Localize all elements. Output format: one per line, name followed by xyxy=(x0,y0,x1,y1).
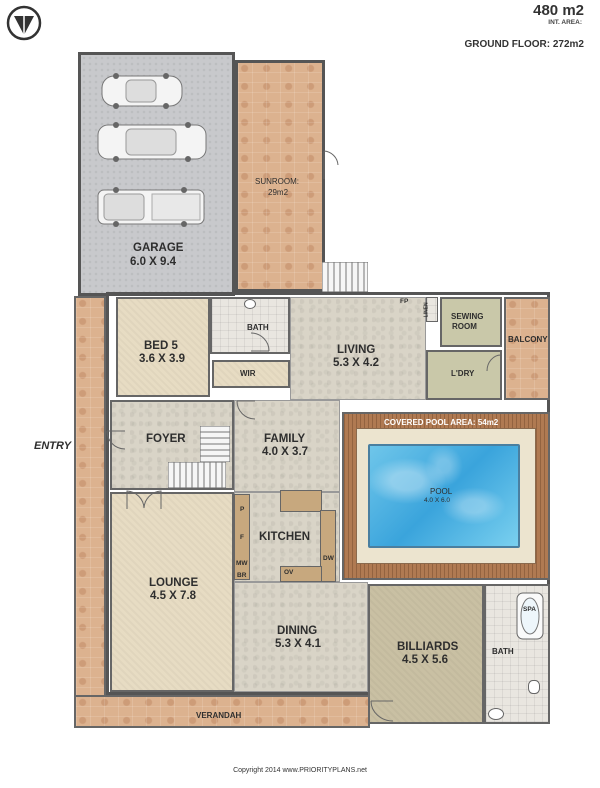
covered-pool-label: COVERED POOL AREA: 54m2 xyxy=(384,418,499,427)
door-swing-icon xyxy=(126,490,162,515)
pantry-label: P xyxy=(240,506,245,513)
linen-label: LINEN xyxy=(423,302,430,318)
door-swing-icon xyxy=(486,354,502,377)
dining-label: DINING xyxy=(277,625,318,637)
living-label: LIVING xyxy=(337,344,376,356)
family-label: FAMILY xyxy=(264,433,306,445)
basin-icon xyxy=(488,708,504,720)
br-label: BR xyxy=(237,572,247,579)
spa-label: SPA xyxy=(523,606,536,613)
billiards-label: BILLIARDS xyxy=(397,641,459,653)
kitchen-counter-bottom xyxy=(280,566,322,582)
stairs-icon xyxy=(321,261,369,297)
foyer-label: FOYER xyxy=(146,433,186,445)
living xyxy=(290,297,426,400)
toilet-icon xyxy=(528,680,540,694)
garage-label: GARAGE xyxy=(133,242,184,254)
linen xyxy=(426,297,438,322)
bed-5 xyxy=(116,297,210,397)
logo-icon xyxy=(6,5,42,41)
verandah-left xyxy=(74,296,106,728)
pool-label: POOL xyxy=(430,487,453,496)
entry-label: ENTRY xyxy=(34,440,72,452)
bed-5-size: 3.6 X 3.9 xyxy=(139,353,186,365)
total-area: 480 m2 xyxy=(533,2,584,19)
kitchen-island xyxy=(280,490,322,512)
lounge xyxy=(110,492,234,692)
pool-size: 4.0 X 6.0 xyxy=(424,497,451,504)
garage-size: 6.0 X 9.4 xyxy=(130,256,177,268)
sunroom-size: 29m2 xyxy=(268,188,289,197)
lounge-label: LOUNGE xyxy=(149,577,199,589)
floor-area-label: GROUND FLOOR: 272m2 xyxy=(464,39,584,50)
verandah-label: VERANDAH xyxy=(196,711,242,720)
fp-label: FP xyxy=(400,298,409,305)
kitchen-counter xyxy=(234,494,250,580)
door-swing-icon xyxy=(250,332,270,357)
microwave-label: MW xyxy=(236,560,248,567)
spa-bath-icon xyxy=(516,592,544,645)
bath-upper-label: BATH xyxy=(247,323,269,332)
copyright-footer: Copyright 2014 www.PRIORITYPLANS.net xyxy=(233,767,367,774)
door-swing-icon xyxy=(106,430,126,459)
balcony-label: BALCONY xyxy=(508,335,548,344)
family-size: 4.0 X 3.7 xyxy=(262,446,309,458)
stairs-icon xyxy=(199,425,231,467)
laundry-label: L'DRY xyxy=(451,369,475,378)
family xyxy=(234,400,340,492)
car-icon xyxy=(100,70,184,117)
wir-label: WIR xyxy=(240,369,256,378)
sunroom xyxy=(235,60,325,292)
car-icon xyxy=(96,186,208,233)
kitchen-counter-right xyxy=(320,510,336,582)
dining xyxy=(234,582,368,692)
car-icon xyxy=(96,120,208,169)
billiards-size: 4.5 X 5.6 xyxy=(402,654,449,666)
laundry xyxy=(426,350,502,400)
oven-label: OV xyxy=(284,569,294,576)
stairs-icon xyxy=(167,461,227,493)
bed-5-label: BED 5 xyxy=(144,340,178,352)
total-area-sub: INT. AREA: xyxy=(548,19,582,26)
sewing-room xyxy=(440,297,502,347)
door-swing-icon xyxy=(370,700,394,727)
wir xyxy=(212,360,290,388)
lounge-size: 4.5 X 7.8 xyxy=(150,590,197,602)
door-swing-icon xyxy=(236,400,256,425)
bath-lower-label: BATH xyxy=(492,647,514,656)
door-swing-icon xyxy=(323,150,339,185)
pool xyxy=(368,444,520,548)
sunroom-label: SUNROOM: xyxy=(255,177,299,186)
balcony xyxy=(504,297,550,400)
living-size: 5.3 X 4.2 xyxy=(333,357,380,369)
toilet-icon xyxy=(244,299,256,309)
sewing-label-2: ROOM xyxy=(452,322,477,331)
fridge-label: F xyxy=(240,534,244,541)
kitchen-label: KITCHEN xyxy=(259,531,311,543)
sewing-label: SEWING xyxy=(451,312,484,321)
dining-size: 5.3 X 4.1 xyxy=(275,638,322,650)
dishwasher-label: DW xyxy=(323,555,334,562)
